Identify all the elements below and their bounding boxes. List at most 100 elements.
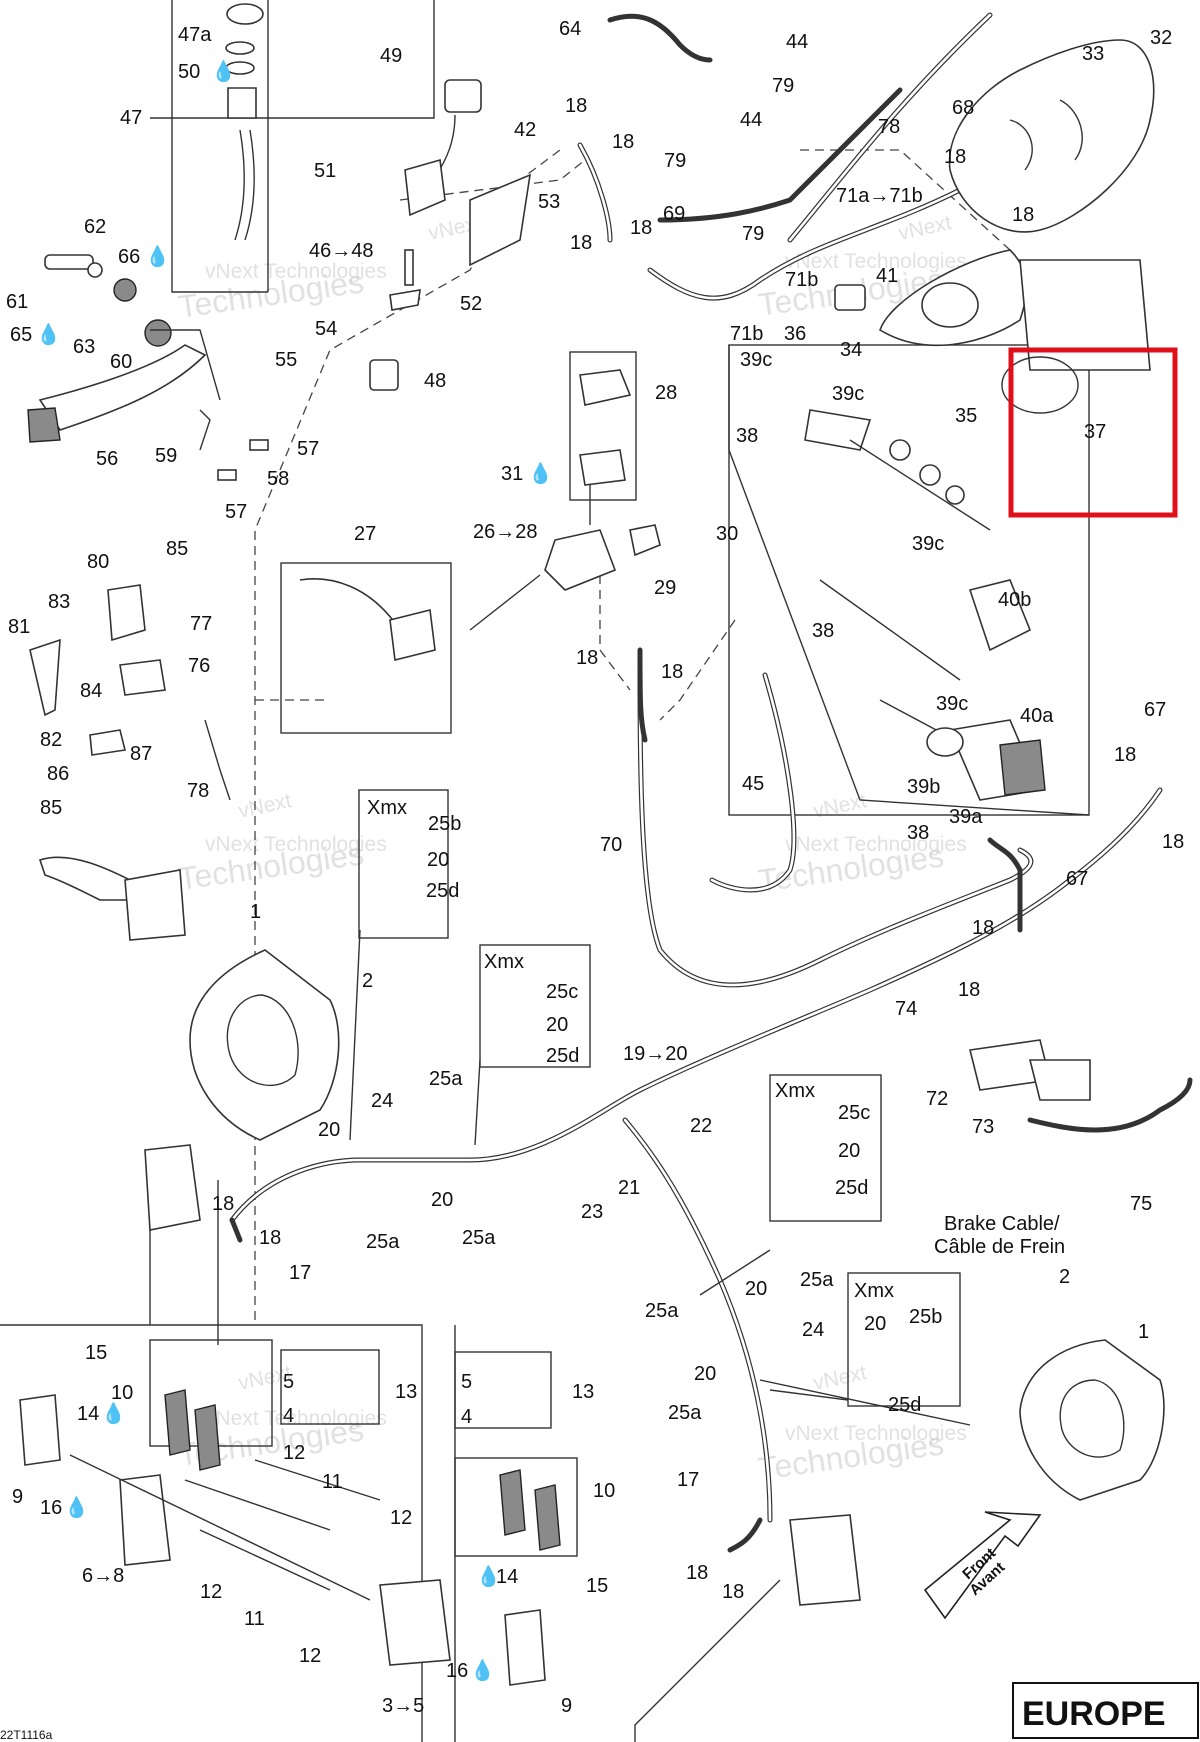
leader-line [699, 1249, 771, 1296]
brake-pedal-group [27, 254, 269, 481]
brake-pad [534, 1484, 561, 1551]
callout-label: 2 [1059, 1266, 1070, 1288]
caliper-parts-frame [728, 344, 1090, 816]
callout-label: 17 [289, 1262, 311, 1284]
callout-label: 72 [926, 1088, 948, 1110]
brake-cable-label: Brake Cable/ [944, 1213, 1060, 1235]
assembly-outlines [254, 149, 1071, 1320]
callout-label: 79 [742, 223, 764, 245]
callout-label: 51 [314, 160, 336, 182]
callout-label: 65 [10, 324, 32, 346]
callout-label: 86 [47, 763, 69, 785]
brake-lever [299, 578, 401, 631]
caliper-body [379, 1579, 451, 1666]
callout-label: 12 [200, 1581, 222, 1603]
callout-label: 10 [593, 1480, 615, 1502]
clip [217, 469, 237, 481]
callout-label: 18 [565, 95, 587, 117]
lever-body [389, 609, 436, 661]
callout-label: 18 [576, 647, 598, 669]
brake-line-18 [637, 647, 648, 743]
highlight-box-part-37 [1008, 347, 1178, 518]
fluid-drop-icon: 💧 [528, 461, 553, 485]
caliper-housing [968, 579, 1032, 652]
callout-label: 18 [259, 1227, 281, 1249]
caliper-body [119, 1474, 171, 1566]
callout-label: 32 [1150, 27, 1172, 49]
callout-label: 1 [1138, 1321, 1149, 1343]
callout-label: 27 [354, 523, 376, 545]
front-master-cylinder-group [299, 369, 661, 661]
fluid-drop-icon: 💧 [101, 1401, 126, 1425]
callout-label: 45 [742, 773, 764, 795]
clevis [369, 359, 399, 391]
callout-label: 12 [390, 1507, 412, 1529]
reservoir [444, 79, 482, 113]
callout-label: 71a→71b [836, 185, 923, 207]
diaphragm [225, 61, 255, 75]
callout-label: 16 [40, 1497, 62, 1519]
caliper-inner-frame [728, 345, 1090, 816]
outline-segment [599, 530, 631, 691]
brake-pedal [38, 344, 207, 431]
xmx-label: Xmx [484, 951, 524, 973]
bottom-calipers [19, 1144, 861, 1686]
reservoir [227, 87, 257, 119]
clip [249, 439, 269, 451]
leader-line [769, 1389, 849, 1401]
callout-label: 25b [428, 813, 461, 835]
disc-center [226, 994, 299, 1086]
callout-label: 39b [907, 776, 940, 798]
callout-label: 85 [40, 797, 62, 819]
callout-label: 14 [77, 1403, 99, 1425]
callout-label: 25d [546, 1045, 579, 1067]
outline-segment [659, 619, 736, 721]
region-label: EUROPE [1022, 1695, 1166, 1733]
callout-label: 20 [745, 1278, 767, 1300]
reservoir-cap [579, 369, 632, 406]
disc-vent [1009, 99, 1083, 171]
piston-seal [889, 439, 911, 461]
callout-label: 18 [612, 131, 634, 153]
callout-label: 54 [315, 318, 337, 340]
disc-center [1059, 1379, 1125, 1458]
callout-label: 78 [187, 780, 209, 802]
brake-disc-left [189, 949, 340, 1141]
caliper-detail-parts [804, 409, 1046, 801]
callout-label: 39a [949, 806, 983, 828]
heat-shield [469, 173, 532, 267]
callout-label: 49 [380, 45, 402, 67]
bushing [113, 278, 137, 302]
region-badge-frame [1012, 1682, 1199, 1739]
fluid-drop-icon: 💧 [470, 1658, 495, 1682]
leader-line [150, 329, 221, 401]
brake-disc [948, 39, 1155, 233]
callout-label: 25a [429, 1068, 463, 1090]
caliper-bracket [19, 1394, 61, 1466]
rear-caliper-group [834, 39, 1155, 414]
caliper-mount [804, 409, 872, 451]
front-arrow-icon [923, 1511, 1042, 1620]
callout-label: 25b [909, 1306, 942, 1328]
callout-label: 20 [427, 849, 449, 871]
region-badge: EUROPE [1012, 1682, 1199, 1739]
bracket-hole [921, 282, 979, 328]
callout-label: 20 [318, 1119, 340, 1141]
callout-label: 20 [838, 1140, 860, 1162]
callout-label: 29 [654, 577, 676, 599]
callout-label: 73 [972, 1116, 994, 1138]
callout-label: 19→20 [623, 1043, 688, 1065]
callout-label: 18 [972, 917, 994, 939]
bracket-73 [1028, 1059, 1091, 1101]
fluid-drop-icon: 💧 [64, 1495, 89, 1519]
callout-label: 40b [998, 589, 1031, 611]
callout-label: 25c [838, 1102, 870, 1124]
callout-label: 76 [188, 655, 210, 677]
piston-seal [919, 464, 941, 486]
brake-pad [194, 1404, 221, 1471]
parking-brake-group [29, 584, 231, 941]
brake-line-end [727, 1517, 763, 1553]
callout-label: 64 [559, 18, 581, 40]
callout-label: 18 [686, 1562, 708, 1584]
